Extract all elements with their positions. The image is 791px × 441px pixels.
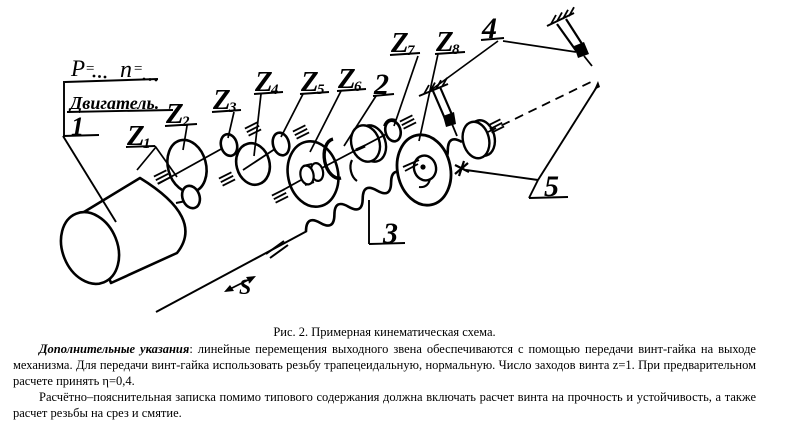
svg-text:3: 3 bbox=[382, 217, 398, 250]
svg-text:Z: Z bbox=[254, 66, 273, 98]
svg-text:Z: Z bbox=[212, 84, 231, 116]
svg-text:Z: Z bbox=[126, 120, 145, 152]
svg-text:=: = bbox=[133, 61, 143, 77]
svg-text:=: = bbox=[85, 61, 95, 77]
svg-text:2: 2 bbox=[181, 114, 190, 130]
svg-text:1: 1 bbox=[143, 136, 151, 152]
svg-text:6: 6 bbox=[354, 79, 362, 95]
svg-text:2: 2 bbox=[373, 68, 389, 101]
svg-text:Z: Z bbox=[300, 66, 319, 98]
svg-text:3: 3 bbox=[228, 100, 237, 116]
svg-text:P: P bbox=[70, 56, 85, 81]
svg-text:8: 8 bbox=[452, 42, 460, 58]
svg-text:1: 1 bbox=[71, 112, 84, 141]
svg-text:4: 4 bbox=[481, 12, 497, 45]
svg-text:S: S bbox=[239, 274, 251, 299]
svg-text:7: 7 bbox=[407, 43, 415, 59]
svg-text:Двигатель.: Двигатель. bbox=[68, 93, 159, 113]
svg-text:n: n bbox=[120, 57, 132, 83]
svg-text:Z: Z bbox=[390, 27, 409, 59]
svg-text:5: 5 bbox=[317, 82, 325, 98]
svg-text:Z: Z bbox=[337, 63, 356, 95]
svg-text:4: 4 bbox=[270, 82, 279, 98]
svg-text:Z: Z bbox=[165, 98, 184, 130]
svg-text:5: 5 bbox=[544, 170, 559, 203]
svg-text:Z: Z bbox=[435, 26, 454, 58]
